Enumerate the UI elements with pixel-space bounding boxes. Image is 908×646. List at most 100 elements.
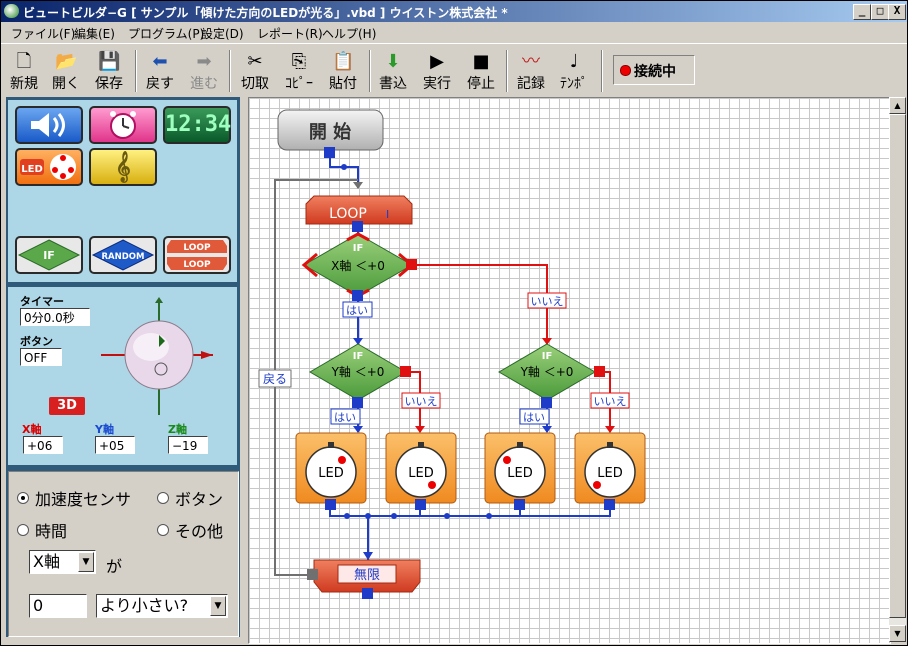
connection-led-icon: [620, 65, 631, 76]
title-bar[interactable]: ビュートビルダ−G [ サンプル「傾けた方向のLEDが光る」.vbd ] ウイス…: [1, 1, 907, 22]
canvas-vertical-scrollbar[interactable]: ▲ ▼: [889, 97, 906, 642]
menu-report[interactable]: レポート(R): [257, 27, 323, 41]
run-button[interactable]: ▶実行: [417, 49, 457, 93]
chevron-down-icon[interactable]: ▼: [210, 596, 226, 616]
speaker-icon: [31, 113, 65, 137]
scroll-thumb[interactable]: [889, 114, 906, 618]
menu-help[interactable]: ヘルプ(H): [322, 27, 377, 41]
radio-other[interactable]: その他: [157, 518, 223, 542]
chevron-down-icon[interactable]: ▼: [78, 552, 94, 572]
loop-end-block[interactable]: 無限: [307, 559, 421, 599]
tempo-note-icon: ♩: [569, 51, 579, 72]
paste-button[interactable]: 📋貼付: [323, 49, 363, 93]
palette-display-button[interactable]: 12:34: [163, 106, 231, 144]
palette-led-text: LED: [21, 164, 43, 175]
new-button[interactable]: 🗋新規: [5, 49, 43, 93]
toolbar-separator: [506, 50, 508, 92]
paste-clipboard-icon: 📋: [332, 51, 355, 72]
z-axis-label: Z軸: [168, 423, 187, 436]
stop-button[interactable]: ■停止: [461, 49, 501, 93]
return-tag: 戻る: [258, 369, 292, 388]
yes-tag-3: はい: [519, 408, 550, 425]
open-button[interactable]: 📂開く: [47, 49, 85, 93]
menu-program[interactable]: プログラム(P): [128, 27, 205, 41]
yes-label: はい: [334, 411, 356, 424]
robot-3d-model-icon[interactable]: [101, 297, 217, 417]
sensor-panel: タイマー 0分0.0秒 ボタン OFF 3D X軸 Y軸 Z軸 +06 +05 …: [8, 287, 237, 465]
if-y2-block[interactable]: IF Y軸 ＜+0: [498, 343, 605, 408]
copy-button[interactable]: ⎘ｺﾋﾟｰ: [279, 49, 319, 93]
flowchart-canvas[interactable]: 開 始 LOOP I IF X軸 ＜+0: [248, 97, 891, 644]
scroll-down-icon[interactable]: ▼: [889, 625, 906, 642]
menu-settings[interactable]: 設定(D): [201, 27, 244, 41]
yes-label: はい: [346, 304, 368, 317]
flow-arrowheads: [353, 338, 552, 560]
led-label: LED: [507, 466, 532, 481]
palette-random-button[interactable]: RANDOM: [89, 236, 157, 274]
radio-dot-selected: [17, 492, 29, 504]
led-block-1[interactable]: LED: [295, 432, 367, 510]
yes-label: はい: [523, 411, 545, 424]
tempo-label: ﾃﾝﾎﾟ: [560, 76, 588, 92]
record-button[interactable]: 〰記録: [511, 49, 551, 93]
palette-if-button[interactable]: IF: [15, 236, 83, 274]
close-button[interactable]: X: [888, 4, 906, 20]
ga-label: が: [106, 557, 123, 576]
cut-button[interactable]: ✂切取: [235, 49, 275, 93]
menu-file[interactable]: ファイル(F): [11, 27, 76, 41]
start-label: 開 始: [309, 121, 351, 143]
record-label: 記録: [517, 76, 545, 92]
palette-loop-bottom-text: LOOP: [183, 260, 211, 270]
axis-select[interactable]: X軸 ▼: [29, 550, 96, 574]
led-label: LED: [318, 466, 343, 481]
radio-dot: [17, 524, 29, 536]
if-x-block[interactable]: IF X軸 ＜+0: [301, 232, 417, 301]
radio-time[interactable]: 時間: [17, 518, 67, 542]
undo-arrow-icon: ⬅: [152, 51, 168, 72]
save-button[interactable]: 💾保存: [89, 49, 129, 93]
threshold-input[interactable]: 0: [29, 594, 87, 618]
threshold-value: 0: [33, 596, 44, 615]
led-block-2[interactable]: LED: [385, 432, 457, 510]
clock-icon: [110, 111, 136, 139]
toolbar-separator: [601, 50, 603, 92]
copy-icon: ⎘: [291, 51, 307, 72]
toolbar: 🗋新規 📂開く 💾保存 ⬅戻す ➡進む ✂切取 ⎘ｺﾋﾟｰ 📋貼付 ⬇書込 ▶実…: [1, 43, 907, 96]
maximize-button[interactable]: □: [871, 4, 889, 20]
write-button[interactable]: ⬇書込: [373, 49, 413, 93]
redo-button[interactable]: ➡進む: [185, 49, 223, 93]
compare-select[interactable]: より小さい?▼: [96, 594, 228, 618]
palette-sound-button[interactable]: [15, 106, 83, 144]
minimize-button[interactable]: _: [853, 4, 871, 20]
no-label: いいえ: [405, 395, 438, 408]
palette-timer-button[interactable]: [89, 106, 157, 144]
radio-button[interactable]: ボタン: [157, 486, 223, 510]
led-block-3[interactable]: LED: [484, 432, 556, 510]
undo-button[interactable]: ⬅戻す: [141, 49, 179, 93]
start-block[interactable]: 開 始: [277, 109, 384, 158]
connection-status: 接続中: [613, 55, 695, 85]
loop-start-block[interactable]: LOOP I: [305, 195, 413, 232]
radio-accel-sensor[interactable]: 加速度センサ: [17, 486, 131, 510]
x-axis-value: +06: [23, 436, 63, 454]
yes-tag-1: はい: [342, 301, 373, 318]
open-label: 開く: [52, 76, 80, 92]
view-3d-button[interactable]: 3D: [49, 397, 85, 415]
if-diamond-icon: IF: [17, 239, 81, 271]
tempo-button[interactable]: ♩ ﾃﾝﾎﾟ: [553, 49, 595, 93]
radio-other-label: その他: [175, 522, 224, 541]
return-arrow-icon: [353, 182, 363, 189]
if-y2-top-label: IF: [542, 351, 553, 362]
menu-edit[interactable]: 編集(E): [74, 27, 115, 41]
if-y1-block[interactable]: IF Y軸 ＜+0: [309, 343, 411, 408]
radio-time-label: 時間: [35, 522, 68, 541]
palette-music-button[interactable]: 𝄞: [89, 148, 157, 186]
timer-label: タイマー: [20, 295, 64, 308]
palette-led-button[interactable]: LED: [15, 148, 83, 186]
scroll-up-icon[interactable]: ▲: [889, 97, 906, 114]
yes-tag-2: はい: [330, 408, 361, 425]
led-block-4[interactable]: LED: [574, 432, 646, 510]
if-y2-condition: Y軸 ＜+0: [520, 365, 574, 379]
axis-select-value: X軸: [33, 552, 60, 571]
